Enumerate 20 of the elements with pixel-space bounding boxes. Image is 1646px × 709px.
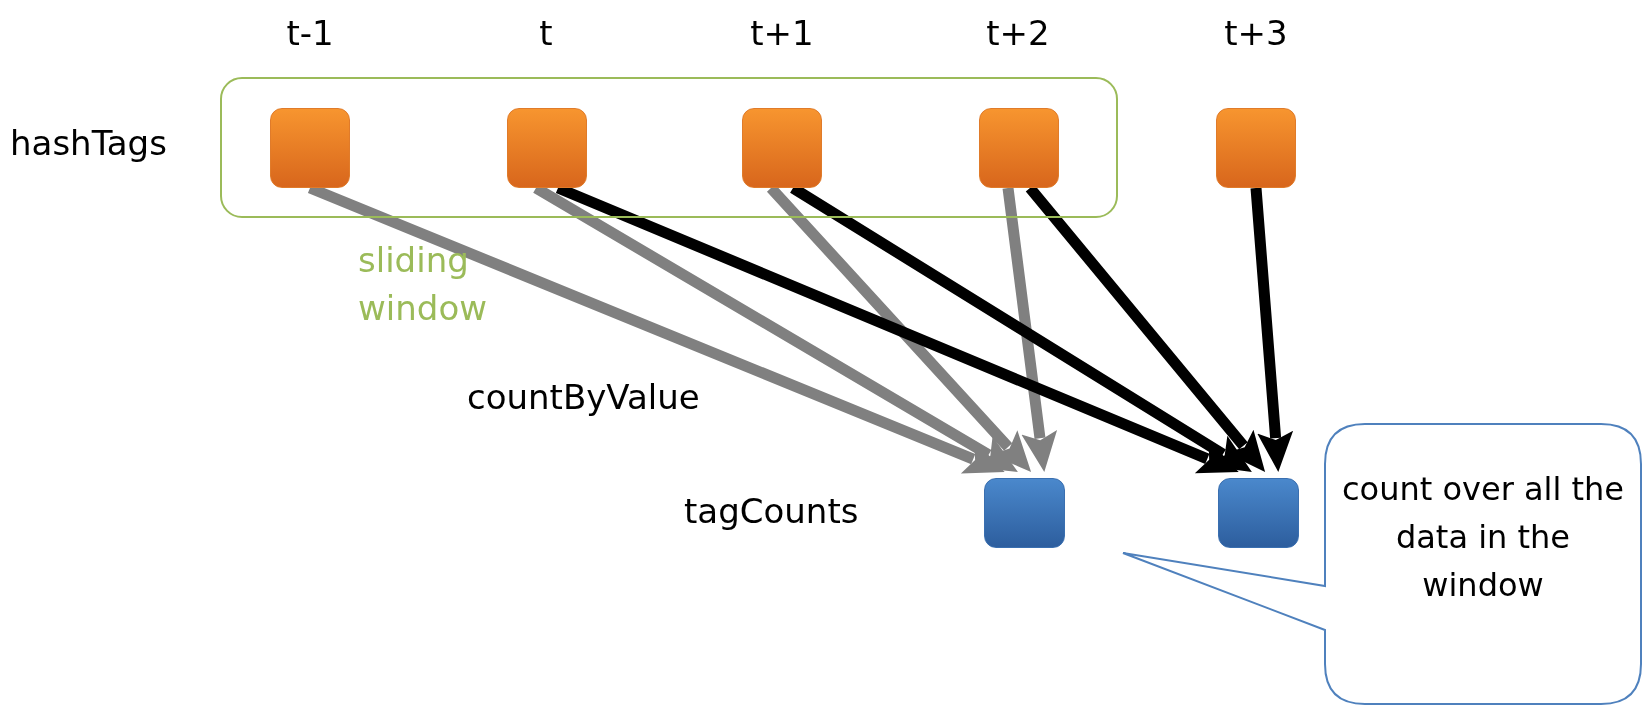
- window-label: sliding window: [358, 239, 488, 330]
- arrow: [1250, 187, 1294, 473]
- callout-bubble: [1120, 423, 1643, 706]
- arrow: [1002, 187, 1058, 473]
- result-block: [984, 478, 1065, 548]
- time-label: t+1: [750, 16, 814, 50]
- data-block: [979, 108, 1059, 188]
- operation-label: countByValue: [467, 380, 700, 414]
- data-block: [1216, 108, 1296, 188]
- data-block: [742, 108, 822, 188]
- time-label: t-1: [286, 16, 334, 50]
- data-block: [507, 108, 587, 188]
- data-block: [270, 108, 350, 188]
- row-label: hashTags: [10, 126, 167, 160]
- time-label: t+2: [986, 16, 1050, 50]
- row-label: tagCounts: [684, 494, 859, 528]
- time-label: t: [539, 16, 553, 50]
- callout-text: count over all the data in the window: [1340, 469, 1626, 606]
- result-block: [1218, 478, 1299, 548]
- time-label: t+3: [1224, 16, 1288, 50]
